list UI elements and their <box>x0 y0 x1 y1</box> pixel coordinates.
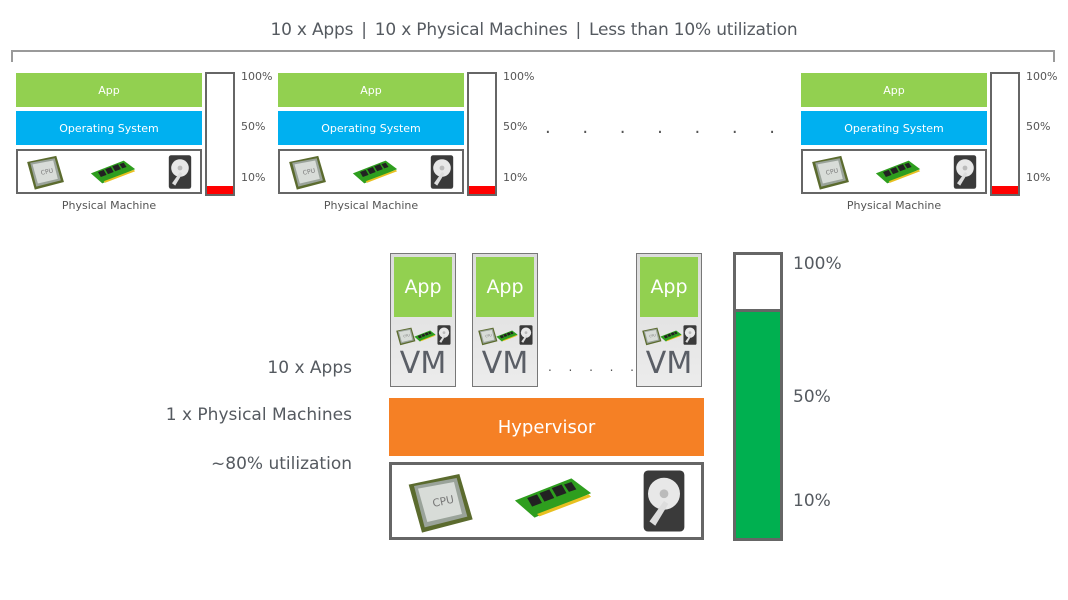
header-separator: | <box>361 20 367 40</box>
vm-app-layer: App <box>640 257 698 317</box>
os-layer: Operating System <box>16 111 202 145</box>
vm-label: VM <box>481 346 529 381</box>
hard-drive-icon <box>519 324 533 346</box>
physical-machine-2: App Operating System Physical Machine 10… <box>274 70 544 217</box>
virtual-machine-1: App VM <box>390 253 456 387</box>
header-apps-count: 10 x Apps <box>270 20 354 40</box>
virtual-machine-2: App VM <box>472 253 538 387</box>
ram-icon <box>88 157 138 187</box>
utilization-fill <box>207 185 233 194</box>
utilization-fill <box>469 185 495 194</box>
label-utilization: ~80% utilization <box>211 454 352 474</box>
ellipsis-dot: · <box>545 122 551 143</box>
ellipsis-dot: . <box>630 360 634 374</box>
vm-app-layer: App <box>476 257 534 317</box>
more-vms-ellipsis: ..... <box>548 360 634 374</box>
ellipsis-dot: · <box>731 122 738 143</box>
header-title: 10 x Apps | 10 x Physical Machines | Less th… <box>0 20 1068 40</box>
tick-50: 50% <box>793 387 831 407</box>
hard-drive-icon <box>642 469 686 533</box>
cpu-icon <box>21 152 67 192</box>
utilization-meter <box>990 72 1020 196</box>
hard-drive-icon <box>437 324 451 346</box>
label-machines-count: 1 x Physical Machines <box>165 405 352 425</box>
ram-icon <box>659 329 683 343</box>
ellipsis-dot: · <box>769 122 775 143</box>
app-layer: App <box>801 73 987 107</box>
tick-100: 100% <box>503 70 535 83</box>
tick-50: 50% <box>503 120 528 133</box>
hypervisor-layer: Hypervisor <box>389 398 704 456</box>
tick-100: 100% <box>241 70 273 83</box>
app-layer: App <box>16 73 202 107</box>
header-separator: | <box>575 20 582 40</box>
label-apps-count: 10 x Apps <box>267 358 352 378</box>
ram-icon <box>413 329 437 343</box>
host-utilization-fill <box>736 308 780 538</box>
ellipsis-dot: . <box>589 360 593 374</box>
utilization-meter <box>467 72 497 196</box>
utilization-fill <box>992 185 1018 194</box>
app-layer: App <box>278 73 464 107</box>
hard-drive-icon <box>683 324 697 346</box>
ram-icon <box>873 157 923 187</box>
more-machines-ellipsis: · · · · · · · <box>545 122 775 143</box>
tick-10: 10% <box>503 171 528 184</box>
physical-machine-10: App Operating System Physical Machine 10… <box>797 70 1067 217</box>
group-bracket <box>11 50 1055 62</box>
ellipsis-dot: · <box>619 122 626 143</box>
tick-10: 10% <box>1026 171 1051 184</box>
host-utilization-meter <box>733 252 783 541</box>
hard-drive-icon <box>168 153 192 191</box>
tick-50: 50% <box>241 120 266 133</box>
machine-caption: Physical Machine <box>323 199 419 212</box>
header-machines-count: 10 x Physical Machines <box>374 20 568 40</box>
tick-100: 100% <box>793 254 842 274</box>
machine-caption: Physical Machine <box>61 199 157 212</box>
hardware-layer <box>801 149 987 194</box>
hard-drive-icon <box>430 153 454 191</box>
cpu-icon <box>806 152 852 192</box>
ram-icon <box>350 157 400 187</box>
tick-100: 100% <box>1026 70 1058 83</box>
tick-10: 10% <box>793 491 831 511</box>
ellipsis-dot: · <box>694 122 701 143</box>
ram-icon <box>495 329 519 343</box>
vm-label: VM <box>645 346 693 381</box>
hardware-layer <box>16 149 202 194</box>
machine-caption: Physical Machine <box>846 199 942 212</box>
vm-app-layer: App <box>394 257 452 317</box>
ram-icon <box>510 473 596 523</box>
vm-label: VM <box>399 346 447 381</box>
virtual-machine-10: App VM <box>636 253 702 387</box>
ellipsis-dot: . <box>609 360 614 374</box>
utilization-meter <box>205 72 235 196</box>
tick-50: 50% <box>1026 120 1051 133</box>
ellipsis-dot: · <box>657 122 663 143</box>
header-utilization: Less than 10% utilization <box>589 20 798 40</box>
ellipsis-dot: · <box>582 122 589 143</box>
host-hardware-layer <box>389 462 704 540</box>
os-layer: Operating System <box>801 111 987 145</box>
physical-machine-1: App Operating System Physical Machine 10… <box>12 70 282 217</box>
tick-10: 10% <box>241 171 266 184</box>
ellipsis-dot: . <box>548 360 552 374</box>
ellipsis-dot: . <box>568 360 573 374</box>
hardware-layer <box>278 149 464 194</box>
os-layer: Operating System <box>278 111 464 145</box>
hard-drive-icon <box>953 153 977 191</box>
cpu-icon <box>398 468 478 536</box>
cpu-icon <box>283 152 329 192</box>
